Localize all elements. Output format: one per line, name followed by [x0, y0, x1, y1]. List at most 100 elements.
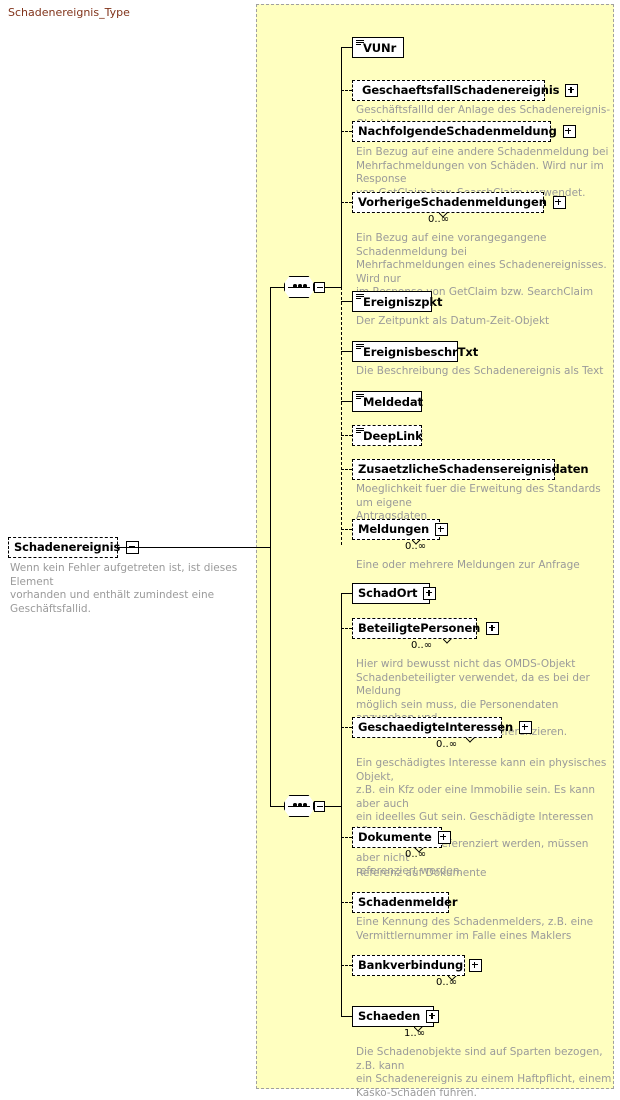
occurrence-dokumente: 0..∞: [405, 849, 427, 860]
annotation-schadenmelder: Eine Kennung des Schadenmelders, z.B. ei…: [356, 916, 594, 942]
connector-root-horizontal: [118, 547, 270, 549]
connector-ereignisbeschrtxt: [341, 351, 352, 353]
connector-schaeden: [341, 1016, 352, 1018]
connector-geschaedigteinteressen: [341, 727, 352, 728]
occurrence-bankverbindung: 0..∞: [436, 977, 458, 988]
node-vorherigeschadenmeldungen[interactable]: VorherigeSchadenmeldungen: [352, 192, 566, 216]
node-label: Schaeden: [358, 1008, 421, 1023]
connector-lower-seq-out: [325, 806, 341, 808]
occurrence-vorherigeschadenmeldungen: 0..∞: [428, 214, 450, 225]
node-zusaetzlicheschadensereignisdaten[interactable]: ZusaetzlicheSchadensereignisdaten: [352, 459, 589, 483]
annotation-geschaedigteinteressen: Ein geschädigtes Interesse kann ein phys…: [356, 757, 607, 877]
occurrence-meldungen: 0..∞: [405, 541, 427, 552]
expand-icon[interactable]: [552, 196, 566, 209]
node-label: VorherigeSchadenmeldungen: [358, 194, 547, 209]
occurrence-chevron-icon: [466, 738, 475, 743]
connector-geschaeftsfall: [341, 90, 352, 91]
node-label: Ereigniszpkt: [363, 294, 443, 309]
node-label: DeepLink: [363, 428, 423, 443]
simpletype-icon: [356, 428, 364, 434]
connector-lower-branch-solid-top: [341, 593, 343, 806]
node-label: Meldedat: [363, 394, 423, 409]
connector-bankverbindung: [341, 965, 352, 966]
node-label: EreignisbeschrTxt: [363, 344, 479, 359]
node-schadenmelder[interactable]: Schadenmelder: [352, 892, 458, 916]
node-vunr[interactable]: VUNr: [352, 37, 407, 61]
annotation-meldungen: Eine oder mehrere Meldungen zur Anfrage: [356, 559, 580, 571]
complextype-title: Schadenereignis_Type: [8, 6, 130, 19]
node-schadenereignis-root[interactable]: Schadenereignis: [8, 537, 140, 561]
expand-icon[interactable]: [437, 831, 451, 844]
node-meldedat[interactable]: Meldedat: [352, 391, 425, 415]
sequence-icon-lower[interactable]: [284, 795, 329, 821]
node-schaeden[interactable]: Schaeden: [352, 1006, 440, 1030]
node-beteiligtepersonen[interactable]: BeteiligtePersonen: [352, 618, 500, 642]
connector-schadenmelder: [341, 902, 352, 903]
occurrence-beteiligtepersonen: 0..∞: [411, 640, 433, 651]
connector-dokumente: [341, 837, 352, 838]
annotation-ereignisbeschrtxt: Die Beschreibung des Schadenereignis als…: [356, 365, 604, 377]
simpletype-icon: [356, 294, 364, 300]
connector-trunk-vertical: [270, 287, 272, 807]
annotation-zusaetzlicheschadensereignisdaten: Moeglichkeit fuer die Erweitung des Stan…: [356, 483, 601, 522]
annotation-ereigniszpkt: Der Zeitpunkt als Datum-Zeit-Objekt: [356, 315, 550, 327]
expand-icon[interactable]: [426, 1010, 440, 1023]
expand-icon[interactable]: [562, 125, 576, 138]
connector-beteiligtepersonen: [341, 628, 352, 629]
connector-ereigniszpkt: [341, 301, 352, 303]
node-nachfolgendeschadenmeldung[interactable]: NachfolgendeSchadenmeldung: [352, 121, 576, 145]
node-label: Schadenmelder: [358, 894, 458, 909]
expand-icon[interactable]: [565, 84, 579, 97]
connector-nachfolgende: [341, 131, 352, 132]
sequence-collapse-icon[interactable]: [314, 281, 325, 293]
node-label: VUNr: [363, 40, 397, 55]
connector-upper-sequence: [270, 287, 284, 289]
node-bankverbindung[interactable]: Bankverbindung: [352, 955, 483, 979]
node-label: BeteiligtePersonen: [358, 620, 481, 635]
node-label: SchadOrt: [358, 585, 418, 600]
sequence-icon-upper[interactable]: [284, 276, 329, 302]
occurrence-schaeden: 1..∞: [404, 1028, 426, 1039]
sequence-collapse-icon[interactable]: [314, 800, 325, 812]
expand-icon[interactable]: [469, 959, 483, 972]
node-label: Meldungen: [358, 521, 430, 536]
connector-lower-branch-solid-bottom: [341, 806, 343, 1016]
connector-lower-sequence: [270, 806, 284, 808]
simpletype-icon: [356, 344, 364, 350]
node-geschaeftsfallschadenereignis[interactable]: GeschaeftsfallSchadenereignis: [352, 80, 579, 104]
node-deeplink[interactable]: DeepLink: [352, 425, 425, 449]
node-label: GeschaeftsfallSchadenereignis: [362, 82, 560, 97]
node-label: ZusaetzlicheSchadensereignisdaten: [358, 461, 589, 476]
node-geschaedigteinteressen[interactable]: GeschaedigteInteressen: [352, 717, 533, 741]
node-ereigniszpkt[interactable]: Ereigniszpkt: [352, 291, 442, 315]
connector-schadort: [341, 593, 352, 595]
annotation-schaeden: Die Schadenobjekte sind auf Sparten bezo…: [356, 1046, 612, 1099]
simpletype-icon: [356, 394, 364, 400]
connector-upper-branch-dashed: [341, 287, 342, 545]
connector-vunr: [341, 47, 352, 49]
node-meldungen[interactable]: Meldungen: [352, 519, 449, 543]
expand-icon[interactable]: [423, 587, 437, 600]
node-schadort[interactable]: SchadOrt: [352, 583, 437, 607]
occurrence-chevron-icon: [443, 639, 452, 644]
node-dokumente[interactable]: Dokumente: [352, 827, 451, 851]
connector-zusaetzliche: [341, 469, 352, 470]
node-label: Dokumente: [358, 829, 432, 844]
node-label: GeschaedigteInteressen: [358, 719, 514, 734]
connector-vorherige: [341, 202, 352, 203]
connector-meldedat: [341, 401, 352, 403]
node-label: Bankverbindung: [358, 957, 464, 972]
connector-meldungen: [341, 529, 352, 530]
connector-deeplink: [341, 435, 352, 436]
annotation-nachfolgendeschadenmeldung: Ein Bezug auf eine andere Schadenmeldung…: [356, 146, 609, 199]
node-label: Schadenereignis: [14, 539, 121, 554]
expand-icon[interactable]: [486, 622, 500, 635]
annotation-dokumente: Referenz auf Dokumente: [356, 867, 487, 879]
annotation-schadenereignis-root: Wenn kein Fehler aufgetreten ist, ist di…: [10, 562, 238, 615]
occurrence-geschaedigteinteressen: 0..∞: [436, 739, 458, 750]
expand-icon[interactable]: [435, 523, 449, 536]
simpletype-icon: [356, 40, 364, 46]
node-ereignisbeschrtxt[interactable]: EreignisbeschrTxt: [352, 341, 478, 365]
expand-icon[interactable]: [519, 721, 533, 734]
